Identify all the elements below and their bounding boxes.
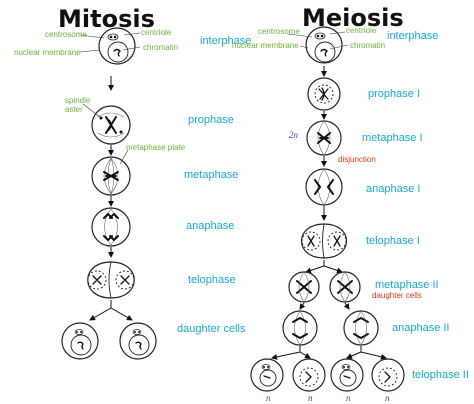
meiosis-centriole-label: centriole: [346, 26, 377, 35]
meiosis-stage-telophase-ii: telophase II: [412, 369, 469, 381]
mitosis-anaphase-cell: [92, 208, 130, 246]
meiosis-metaphase-ii-cell-right: [330, 272, 360, 302]
meiosis-metaphase-ii-cell-left: [289, 272, 319, 302]
mitosis-chromatin-label: chromatin: [143, 43, 178, 52]
meiosis-telophase-ii-cell-4: [372, 359, 404, 391]
meiosis-stage-telophase-i: telophase I: [366, 235, 420, 247]
meiosis-stage-metaphase-ii: metaphase II: [375, 279, 439, 291]
meiosis-anaphase-ii-cell-right: [344, 311, 378, 345]
meiosis-stage-prophase-i: prophase I: [368, 88, 420, 100]
mitosis-daughter-cell-left: [62, 323, 98, 359]
meiosis-interphase-cell: [306, 27, 342, 63]
meiosis-telophase-i-cell: [302, 224, 347, 258]
meiosis-centrosome-label: centrosome: [258, 27, 300, 36]
meiosis-stage-anaphase-ii: anaphase II: [392, 322, 450, 334]
meiosis-telophase-ii-cell-3: [331, 359, 363, 391]
mitosis-centriole-label: centriole: [141, 28, 172, 37]
mitosis-stage-prophase: prophase: [188, 114, 234, 126]
mitosis-spindle-label: spindle: [65, 96, 91, 105]
meiosis-prophase-i-cell: [308, 78, 340, 110]
meiosis-stage-interphase: interphase: [387, 30, 438, 42]
mitosis-prophase-cell: [92, 106, 130, 144]
mitosis-metaphase-plate-label: metaphase plate: [126, 143, 186, 152]
meiosis-telophase-ii-cell-1: [251, 359, 283, 391]
mitosis-stage-telophase: telophase: [188, 274, 236, 286]
mitosis-aster-label: aster: [65, 105, 83, 114]
mitosis-nuclear-membrane-label: nuclear membrane: [14, 48, 81, 57]
mitosis-stage-daughter-cells: daughter cells: [177, 323, 246, 335]
meiosis-chromatin-label: chromatin: [350, 41, 385, 50]
mitosis-stage-anaphase: anaphase: [186, 220, 234, 232]
meiosis-nuclear-membrane-label: nuclear membrane: [232, 41, 299, 50]
meiosis-daughter-cells-label: daughter cells: [372, 291, 422, 300]
meiosis-ploidy-n-3: n: [346, 393, 351, 403]
meiosis-anaphase-ii-cell-left: [283, 311, 317, 345]
meiosis-ploidy-n-4: n: [385, 393, 390, 403]
meiosis-telophase-ii-cell-2: [293, 359, 325, 391]
meiosis-stage-metaphase-i: metaphase I: [362, 132, 423, 144]
meiosis-ploidy-2n: 2n: [289, 130, 299, 140]
meiosis-disjunction-label: disjunction: [338, 155, 376, 164]
mitosis-stage-metaphase: metaphase: [184, 169, 238, 181]
meiosis-ploidy-n-2: n: [308, 393, 313, 403]
mitosis-interphase-cell: [99, 28, 135, 64]
mitosis-centrosome-label: centrosome: [45, 30, 87, 39]
mitosis-telophase-cell: [88, 262, 135, 298]
mitosis-daughter-cell-right: [120, 323, 156, 359]
meiosis-ploidy-n-1: n: [266, 393, 271, 403]
meiosis-anaphase-i-cell: [306, 169, 342, 205]
meiosis-stage-anaphase-i: anaphase I: [366, 183, 420, 195]
mitosis-metaphase-cell: [92, 157, 130, 195]
meiosis-metaphase-i-cell: [307, 121, 341, 155]
